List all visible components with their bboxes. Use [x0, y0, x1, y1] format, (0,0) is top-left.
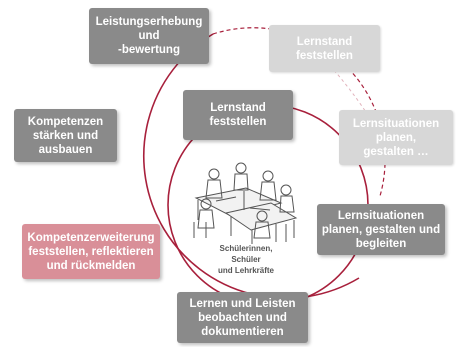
classroom-sketch-illustration — [193, 162, 298, 244]
box-kompetenzen[interactable]: Kompetenzen stärken und ausbauen — [14, 109, 117, 162]
box-lernsituationen-outer[interactable]: Lernsituationen planen, gestalten … — [339, 110, 453, 165]
box-lernstand-inner[interactable]: Lernstand feststellen — [183, 90, 293, 140]
box-leistungserhebung[interactable]: Leistungserhebung und -bewertung — [89, 8, 209, 64]
box-lernen-leisten[interactable]: Lernen und Leisten beobachten und dokume… — [177, 292, 308, 343]
box-lernsituationen-inner[interactable]: Lernsituationen planen, gestalten und be… — [317, 204, 445, 255]
box-lernstand-outer[interactable]: Lernstand feststellen — [269, 25, 380, 72]
center-caption: Schülerinnen, Schüler und Lehrkräfte — [217, 244, 274, 275]
box-kompetenzerweiterung[interactable]: Kompetenzerweiterung feststellen, reflek… — [22, 224, 160, 279]
